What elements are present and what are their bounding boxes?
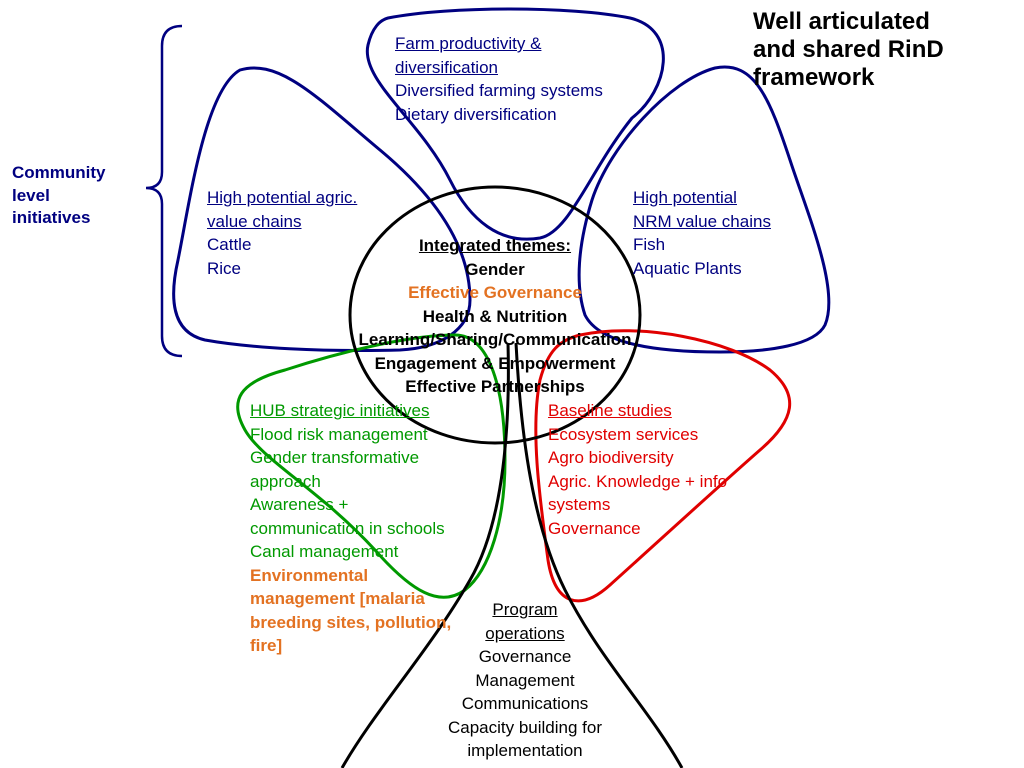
program-operations-text: Program operations Governance Management… <box>425 598 625 763</box>
petal-left-heading: value chains <box>207 211 302 231</box>
program-operations-item: Governance <box>478 647 572 666</box>
petal-top-text: Farm productivity & diversification Dive… <box>395 32 603 126</box>
community-label-line: Community <box>12 163 106 182</box>
petal-left-item: Rice <box>207 258 242 278</box>
community-label-line: level <box>12 185 50 205</box>
petal-top-heading: diversification <box>395 57 498 77</box>
petal-green-item: Awareness + <box>250 495 349 514</box>
petal-right-item: Fish <box>633 235 666 254</box>
title-line: framework <box>753 64 875 91</box>
petal-red-item: Agro biodiversity <box>548 448 674 467</box>
theme-item: Effective Partnerships <box>405 377 585 396</box>
petal-green-highlight: fire] <box>250 636 283 655</box>
petal-green-highlight: management [malaria <box>250 589 425 608</box>
petal-red-item: Governance <box>548 518 641 538</box>
title-line: and shared RinD <box>753 36 944 63</box>
community-brace <box>145 24 183 358</box>
program-operations-heading: operations <box>485 623 565 643</box>
theme-item: Gender <box>465 259 525 279</box>
petal-red-item: Ecosystem services <box>548 424 699 444</box>
petal-green-text: HUB strategic initiatives Flood risk man… <box>250 399 451 658</box>
petal-green-item: approach <box>250 471 321 491</box>
community-level-label: Community level initiatives <box>12 162 106 230</box>
petal-top-item: Diversified farming systems <box>395 81 603 100</box>
stem-right-line <box>514 342 684 768</box>
program-operations-item: Management <box>475 670 575 690</box>
petal-green-item: Flood risk management <box>250 424 428 444</box>
program-operations-item: implementation <box>467 741 583 760</box>
petal-top-item: Dietary diversification <box>395 104 557 124</box>
petal-right-heading: NRM value chains <box>633 211 771 231</box>
theme-item: Effective Governance <box>408 283 582 302</box>
petal-right-heading: High potential <box>633 188 737 207</box>
diagram-title: Well articulated and shared RinD framewo… <box>753 8 944 92</box>
theme-item: Health & Nutrition <box>422 306 568 326</box>
petal-right-outline <box>577 65 831 354</box>
petal-right-text: High potential NRM value chains Fish Aqu… <box>633 186 771 280</box>
petal-left-text: High potential agric. value chains Cattl… <box>207 186 357 280</box>
program-operations-heading: Program <box>492 600 558 619</box>
petal-right-item: Aquatic Plants <box>633 258 742 278</box>
petal-green-highlight: breeding sites, pollution, <box>250 612 452 632</box>
center-circle <box>348 185 642 445</box>
petal-green-item: Gender transformative <box>250 448 420 467</box>
stem-left-line <box>340 342 510 768</box>
integrated-themes-heading: Integrated themes: <box>418 236 572 255</box>
petal-top-outline <box>365 7 665 241</box>
community-label-line: initiatives <box>12 208 91 227</box>
petal-left-item: Cattle <box>207 235 252 254</box>
petal-green-highlight: Environmental <box>250 565 369 585</box>
petal-red-text: Baseline studies Ecosystem services Agro… <box>548 399 727 540</box>
theme-item: Engagement & Empowerment <box>374 353 616 373</box>
petal-left-outline <box>172 66 472 352</box>
petal-top-heading: Farm productivity & <box>395 34 542 53</box>
program-operations-item: Communications <box>461 694 589 713</box>
title-line: Well articulated <box>753 8 930 35</box>
program-operations-item: Capacity building for <box>447 717 603 737</box>
petal-red-item: systems <box>548 495 611 514</box>
petal-green-item: communication in schools <box>250 518 445 538</box>
petal-red-heading: Baseline studies <box>548 401 672 420</box>
theme-item: Learning/Sharing/Communication <box>358 330 632 349</box>
petal-red-outline <box>534 329 792 603</box>
integrated-themes-text: Integrated themes: Gender Effective Gove… <box>335 234 655 399</box>
petal-green-heading: HUB strategic initiatives <box>250 401 430 420</box>
petal-green-item: Canal management <box>250 542 399 561</box>
petal-left-heading: High potential agric. <box>207 188 358 207</box>
petal-red-item: Agric. Knowledge + info <box>548 471 728 491</box>
